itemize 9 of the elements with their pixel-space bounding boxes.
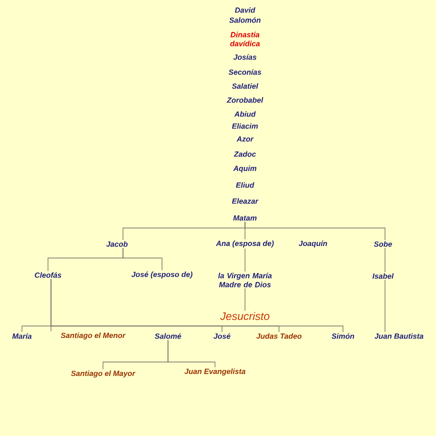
family-line <box>50 278 344 332</box>
family-line <box>122 248 162 271</box>
family-line <box>168 340 216 368</box>
family-line <box>244 221 386 240</box>
family-line <box>384 280 386 332</box>
family-line <box>384 248 386 272</box>
name-text: Jesucristo <box>220 312 270 320</box>
family-line <box>244 288 246 312</box>
family-line <box>244 248 246 272</box>
